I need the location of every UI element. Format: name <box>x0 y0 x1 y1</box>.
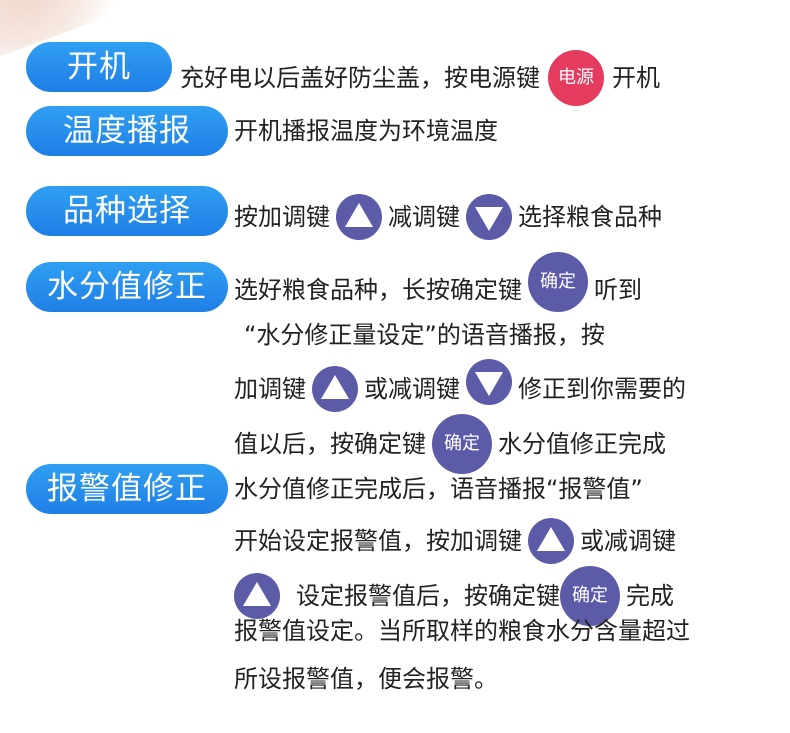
alarm-line-2: 开始设定报警值，按加调键 或减调键 <box>234 518 676 564</box>
alarm-line-5: 所设报警值，便会报警。 <box>234 662 498 696</box>
temp-report-line: 开机播报温度为环境温度 <box>234 114 498 148</box>
variety-line: 按加调键 减调键 选择粮食品种 <box>234 194 662 240</box>
moisture-text-3c: 修正到你需要的 <box>518 375 686 403</box>
moisture-text-1a: 选好粮食品种，长按确定键 <box>234 276 522 304</box>
moisture-text-3a: 加调键 <box>234 375 306 403</box>
temp-report-text: 开机播报温度为环境温度 <box>234 117 498 145</box>
moisture-label: 水分值修正 <box>26 262 228 312</box>
variety-text-2: 减调键 <box>388 203 460 231</box>
power-key-icon: 电源 <box>548 50 604 106</box>
alarm-text-5: 所设报警值，便会报警。 <box>234 665 498 693</box>
moisture-text-1b: 听到 <box>594 276 642 304</box>
alarm-label: 报警值修正 <box>26 464 228 514</box>
alarm-text-1: 水分值修正完成后，语音播报“报警值” <box>234 475 643 503</box>
variety-text-1: 按加调键 <box>234 203 330 231</box>
confirm-key-icon: 确定 <box>560 566 620 626</box>
moisture-text-4a: 值以后，按确定键 <box>234 430 426 458</box>
moisture-text-4b: 水分值修正完成 <box>498 430 666 458</box>
confirm-key-icon: 确定 <box>432 414 492 474</box>
alarm-text-3b: 完成 <box>626 582 674 610</box>
alarm-line-3: 设定报警值后，按确定键 确定 完成 <box>234 566 674 626</box>
moisture-line-3: 加调键 或减调键 修正到你需要的 <box>234 359 686 412</box>
temp-report-label: 温度播报 <box>26 106 228 156</box>
alarm-text-2a: 开始设定报警值，按加调键 <box>234 527 522 555</box>
triangle-up-icon <box>234 573 280 619</box>
alarm-line-4: 报警值设定。当所取样的粮食水分含量超过 <box>234 614 690 648</box>
confirm-key-icon: 确定 <box>528 252 588 312</box>
alarm-text-4: 报警值设定。当所取样的粮食水分含量超过 <box>234 617 690 645</box>
moisture-line-2: “水分修正量设定”的语音播报，按 <box>244 318 605 352</box>
moisture-text-3b: 或减调键 <box>364 375 460 403</box>
moisture-line-1: 选好粮食品种，长按确定键 确定 听到 <box>234 252 642 312</box>
power-on-label: 开机 <box>26 42 172 92</box>
variety-text-3: 选择粮食品种 <box>518 203 662 231</box>
moisture-text-2: “水分修正量设定”的语音播报，按 <box>244 321 605 349</box>
triangle-down-icon <box>466 359 512 405</box>
moisture-line-4: 值以后，按确定键 确定 水分值修正完成 <box>234 414 666 474</box>
power-on-line: 充好电以后盖好防尘盖，按电源键 电源 开机 <box>180 50 660 106</box>
triangle-up-icon <box>336 194 382 240</box>
alarm-text-3a: 设定报警值后，按确定键 <box>296 582 560 610</box>
triangle-up-icon <box>312 366 358 412</box>
triangle-up-icon <box>528 518 574 564</box>
alarm-text-2b: 或减调键 <box>580 527 676 555</box>
power-on-text: 充好电以后盖好防尘盖，按电源键 <box>180 64 540 92</box>
variety-label: 品种选择 <box>26 186 228 236</box>
alarm-line-1: 水分值修正完成后，语音播报“报警值” <box>234 472 643 506</box>
power-on-text-2: 开机 <box>612 64 660 92</box>
triangle-down-icon <box>466 194 512 240</box>
